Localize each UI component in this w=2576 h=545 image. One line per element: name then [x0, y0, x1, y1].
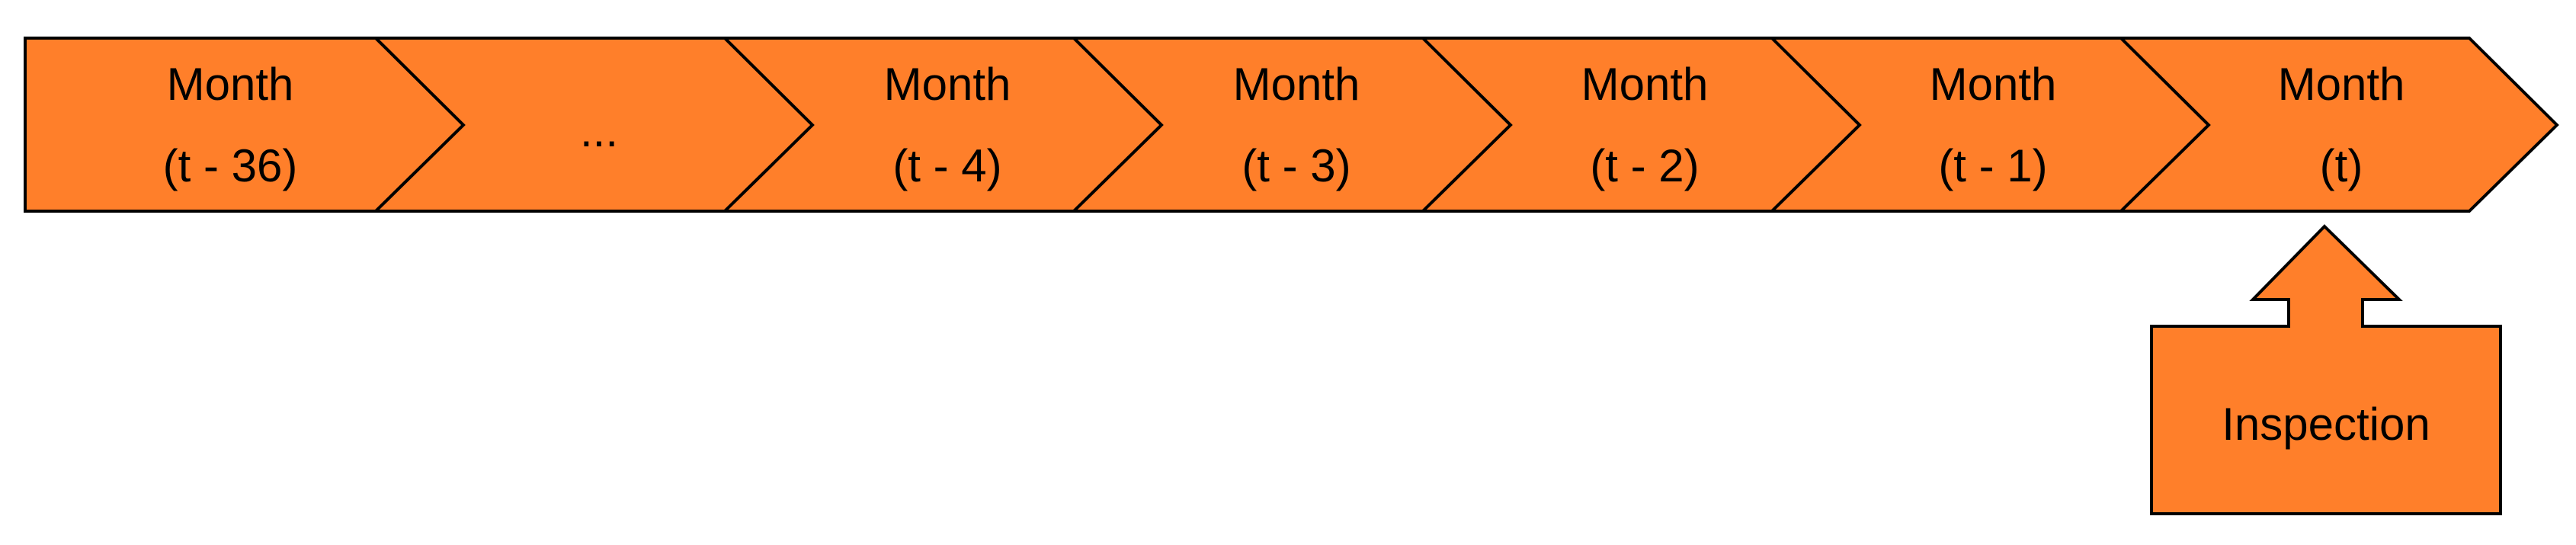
- month-segment-t-minus-2: Month (t - 2): [1419, 37, 1862, 213]
- segment-line1: Month: [1581, 59, 1709, 110]
- segment-line2: (t): [2320, 140, 2363, 191]
- segment-line1: Month: [1233, 59, 1360, 110]
- inspection-label: Inspection: [2222, 399, 2430, 450]
- segment-line2: ...: [580, 105, 618, 156]
- month-segment-t-minus-3: Month (t - 3): [1070, 37, 1513, 213]
- month-segment-t-minus-4: Month (t - 4): [721, 37, 1164, 213]
- segment-line2: (t - 4): [892, 140, 1001, 191]
- inspection-callout: Inspection: [2150, 224, 2502, 515]
- segment-line1: Month: [2278, 59, 2405, 110]
- segment-line2: (t - 2): [1590, 140, 1699, 191]
- segment-line1: Month: [167, 59, 294, 110]
- segment-line2: (t - 1): [1938, 140, 2047, 191]
- segment-line2: (t - 36): [163, 140, 298, 191]
- month-segment-t-minus-36: Month (t - 36): [24, 37, 466, 213]
- segment-line2: (t - 3): [1242, 140, 1350, 191]
- segment-line1: Month: [1930, 59, 2057, 110]
- segment-shape: [2117, 37, 2559, 213]
- month-segment-t: Month (t): [2117, 37, 2559, 213]
- segment-line1: Month: [884, 59, 1011, 110]
- inspection-callout-shape: [2150, 224, 2502, 515]
- month-segment-t-minus-1: Month (t - 1): [1768, 37, 2211, 213]
